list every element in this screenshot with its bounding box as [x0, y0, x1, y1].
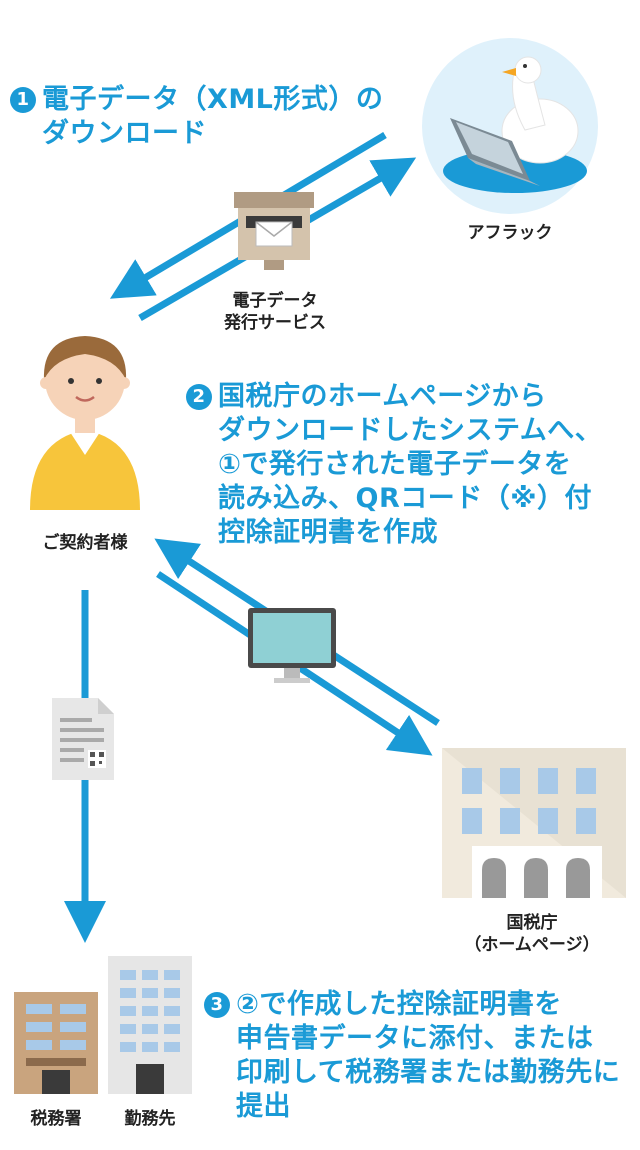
aflac-illustration — [420, 36, 600, 216]
step-3-line-1: ②で作成した控除証明書を — [236, 989, 562, 1020]
document-qr-icon — [52, 698, 114, 780]
step-3-line-4: 提出 — [236, 1091, 291, 1122]
step-2-line-5: 控除証明書を作成 — [218, 517, 438, 548]
step-2-line-2: ダウンロードしたシステムへ、 — [218, 415, 603, 446]
customer-illustration — [20, 325, 150, 515]
tax-office-building-icon — [14, 992, 98, 1094]
step-3-line-2: 申告書データに添付、または — [236, 1023, 594, 1054]
step-2-badge: 2 — [186, 384, 212, 410]
mailbox-icon — [234, 192, 314, 270]
workplace-label: 勤務先 — [124, 1109, 176, 1129]
service-label-line-1: 電子データ — [232, 291, 318, 311]
nta-label-line-1: 国税庁 — [506, 913, 558, 933]
nta-building-illustration — [442, 748, 626, 898]
monitor-icon — [248, 608, 336, 683]
service-label: 電子データ 発行サービス — [200, 290, 350, 334]
step-2-line-3: ①で発行された電子データを — [218, 449, 572, 480]
person-icon — [30, 336, 140, 510]
step-2-line-1: 国税庁のホームページから — [218, 381, 547, 412]
tax-office-label: 税務署 — [30, 1109, 82, 1129]
customer-label: ご契約者様 — [42, 533, 128, 553]
duck-with-laptop-icon — [422, 38, 598, 214]
nta-label-line-2: （ホームページ） — [464, 935, 600, 955]
step-1-badge: 1 — [10, 87, 36, 113]
step-3-badge: 3 — [204, 992, 230, 1018]
service-label-line-2: 発行サービス — [224, 313, 326, 333]
service-box-illustration — [228, 192, 320, 272]
monitor-illustration — [246, 606, 338, 686]
tax-office-illustration — [14, 992, 98, 1094]
aflac-label: アフラック — [467, 223, 553, 243]
step-1-line-1: 電子データ（XML形式）の — [42, 84, 384, 115]
step-2-line-4: 読み込み、QRコード（※）付 — [218, 483, 592, 514]
nta-label: 国税庁 （ホームページ） — [452, 912, 612, 956]
government-building-icon — [442, 748, 626, 898]
step-1-line-2: ダウンロード — [42, 118, 207, 149]
office-building-icon — [108, 956, 192, 1094]
step-3-line-3: 印刷して税務署または勤務先に — [236, 1057, 621, 1088]
certificate-document — [50, 696, 116, 782]
workplace-illustration — [108, 956, 192, 1094]
